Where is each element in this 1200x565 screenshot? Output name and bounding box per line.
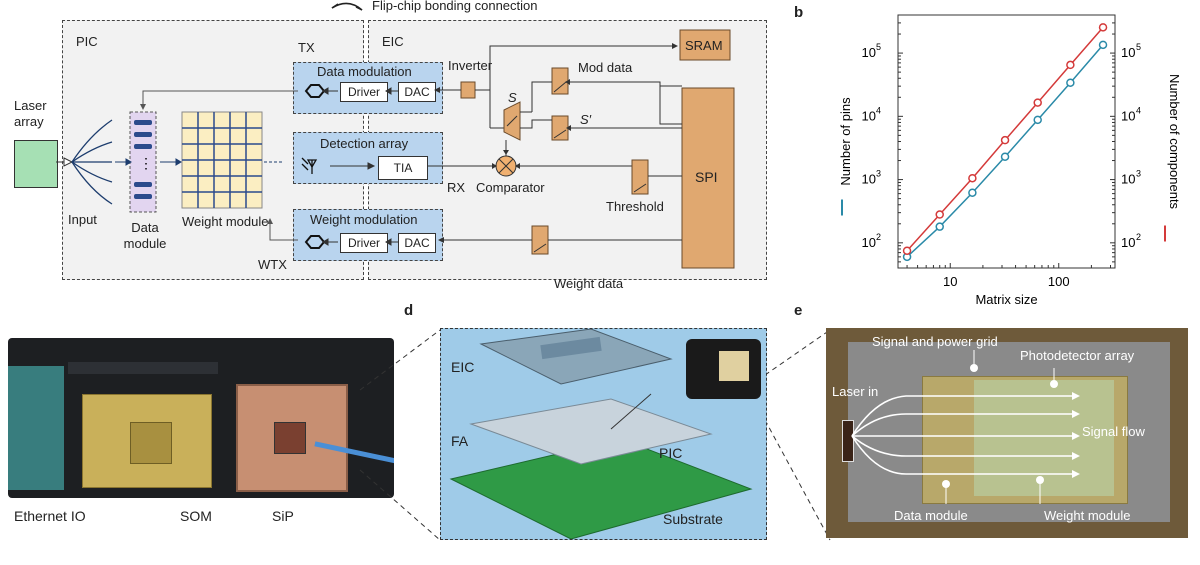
- signal-flow-arrows: [851, 350, 1080, 504]
- data-point-series1: [968, 173, 977, 183]
- y-tick-label-left: 10: [862, 45, 876, 60]
- panel-b-label: b: [794, 4, 804, 21]
- photodetector-area: [974, 380, 1114, 496]
- dac-box-top: DAC: [398, 82, 436, 102]
- dac-box-bottom: DAC: [398, 233, 436, 253]
- y-axis-label-left: Number of pins: [838, 97, 853, 186]
- wtx-label: WTX: [258, 257, 287, 272]
- rx-label: RX: [447, 180, 466, 195]
- connector-row: [68, 362, 218, 374]
- som-label: SOM: [180, 508, 212, 524]
- y-tick-label-left: 10: [862, 172, 876, 187]
- chip-micrograph: Signal and power grid Photodetector arra…: [826, 328, 1188, 538]
- y-tick-label-left: 10: [862, 108, 876, 123]
- laser-in-label: Laser in: [832, 384, 879, 399]
- sip-core: [274, 422, 306, 454]
- detection-array-label: Detection array: [320, 136, 409, 151]
- y-tick-label-left: 10: [862, 235, 876, 250]
- data-point-series0: [1066, 78, 1075, 87]
- threshold-label: Threshold: [606, 199, 664, 214]
- data-module-chip-label: Data module: [894, 508, 968, 523]
- input-label: Input: [68, 212, 97, 227]
- y-tick-exp-left: 4: [876, 105, 881, 115]
- y-tick-exp-right: 5: [1136, 42, 1141, 52]
- driver-box-top: Driver: [340, 82, 388, 102]
- driver-box-bottom: Driver: [340, 233, 388, 253]
- panel-e-label: e: [794, 302, 803, 319]
- y-tick-label-right: 10: [1121, 235, 1135, 250]
- data-point-series0: [935, 222, 944, 231]
- data-point-series0: [1000, 152, 1010, 161]
- y-tick-label-right: 10: [1121, 108, 1135, 123]
- tx-label: TX: [298, 40, 315, 55]
- spi-text: SPI: [695, 169, 718, 185]
- ethernet-connector: [8, 366, 64, 490]
- comparator-label: Comparator: [476, 180, 545, 195]
- y-tick-label-right: 10: [1121, 172, 1135, 187]
- data-point-series1: [1066, 60, 1075, 70]
- package-layers: [449, 329, 761, 539]
- data-modulation-label: Data modulation: [317, 64, 412, 79]
- pic-layer-label: PIC: [659, 445, 683, 461]
- s-label: S: [508, 90, 517, 105]
- y-tick-exp-right: 3: [1136, 169, 1141, 179]
- data-point-series0: [1033, 115, 1042, 125]
- panel-a: PIC EIC TX RX WTX Flip-chip bonding conn…: [0, 0, 780, 300]
- x-tick-label: 10: [943, 274, 957, 289]
- y-tick-exp-left: 5: [876, 42, 881, 52]
- som-chip: [130, 422, 172, 464]
- y-tick-exp-right: 2: [1136, 232, 1141, 242]
- data-point-series0: [968, 188, 977, 197]
- substrate-layer-label: Substrate: [663, 511, 723, 527]
- y-axis-label-right: Number of components: [1167, 74, 1182, 210]
- y-tick-exp-left: 3: [876, 169, 881, 179]
- y-tick-exp-left: 2: [876, 232, 881, 242]
- sram-text: SRAM: [685, 38, 723, 53]
- weight-modulation-label: Weight modulation: [310, 212, 418, 227]
- package-illustration: EIC FA PIC Substrate: [440, 328, 767, 540]
- eic-label: EIC: [382, 34, 404, 49]
- x-tick-label: 100: [1048, 274, 1070, 289]
- schematic-graphics: ⋮: [56, 2, 735, 269]
- signal-flow-label: Signal flow: [1082, 424, 1145, 439]
- weight-module-label: Weight module: [182, 214, 269, 229]
- y-tick-label-right: 10: [1121, 45, 1135, 60]
- panel-d-label: d: [404, 302, 414, 319]
- sip-label: SiP: [272, 508, 294, 524]
- pic-label: PIC: [76, 34, 98, 49]
- s-prime-label: S′: [580, 112, 592, 127]
- laser-array: [14, 140, 58, 188]
- data-module-label: Data module: [123, 220, 167, 251]
- data-point-series1: [1000, 135, 1010, 145]
- photodetector-array-label: Photodetector array: [1020, 348, 1135, 363]
- fa-layer-label: FA: [451, 433, 469, 449]
- signal-power-grid-label: Signal and power grid: [872, 334, 998, 349]
- inverter-label: Inverter: [448, 58, 493, 73]
- data-point-series1: [935, 210, 944, 219]
- eic-layer-label: EIC: [451, 359, 475, 375]
- data-point-series0: [1098, 40, 1108, 50]
- laser-input-pad: [842, 420, 854, 462]
- y-tick-exp-right: 4: [1136, 105, 1141, 115]
- ethernet-io-label: Ethernet IO: [14, 508, 86, 524]
- data-point-series1: [1098, 23, 1108, 32]
- weight-data-label: Weight data: [554, 276, 624, 291]
- tia-box: TIA: [378, 156, 428, 180]
- svg-text:⋮: ⋮: [139, 155, 153, 171]
- data-point-series1: [1033, 98, 1042, 107]
- weight-module-chip-label: Weight module: [1044, 508, 1131, 523]
- flip-chip-label: Flip-chip bonding connection: [372, 0, 538, 13]
- data-point-series1: [902, 246, 912, 255]
- laser-array-label: Laser array: [14, 98, 47, 129]
- mod-data-label: Mod data: [578, 60, 633, 75]
- board-photo: [8, 338, 394, 498]
- x-axis-label: Matrix size: [975, 292, 1037, 307]
